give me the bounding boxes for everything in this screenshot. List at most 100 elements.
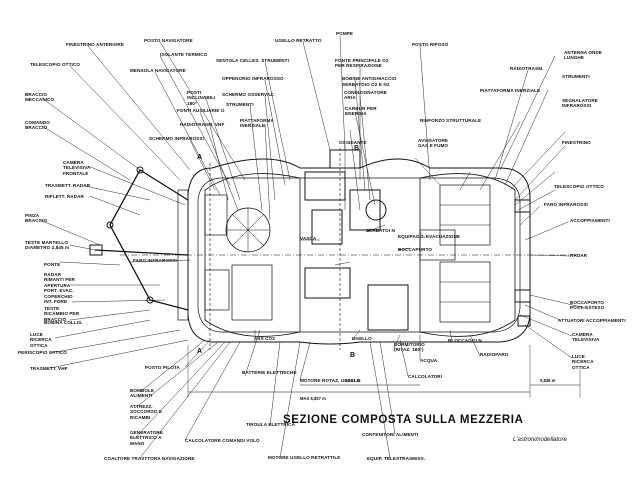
label-attrezz: ATTREZZ. SOCCORSO E RICAMBI [130,404,163,420]
label-schermo-infrarossi: SCHERMO INFRAROSSI [149,136,204,141]
label-radar-rimanti: RADAR RIMANTI PER APERTURA PORT. EVAC. [44,272,75,294]
label-posto-pilota: POSTO PILOTA [145,365,180,370]
hull-outline [187,158,531,345]
label-telescopio-ottico-left: TELESCOPIO OTTICO [30,62,80,67]
label-motore-ugello: MOTORE UGELLO RETRATTILE [268,455,341,460]
tank-low2 [367,284,409,331]
label-ass-co2: ASS CO2 [254,336,275,341]
dimension-inner: 5,137 m [345,378,361,383]
label-oppenorio-infrarosso: OPPENORIO INFRAROSSO [222,76,284,81]
label-finestrino-right: FINESTRINO [562,140,591,145]
hull-inner [197,177,521,333]
console-left [204,194,228,236]
label-finestrino-anteriore: FINESTRINO ANTERIORE [66,42,124,47]
label-equipagg: EQUIPAGG. EVACUAZIONE [398,234,461,239]
label-rinforzo: RINFORZO STRUTTURALE [420,118,482,123]
label-camera-right: CAMERA TELEVISIVA [572,332,600,343]
dimension-max: MAX 5,837 m [300,396,326,401]
label-serbatoi-n: SERBATOI N [366,228,395,233]
manipulator-arm [109,169,189,311]
tank-box [311,209,343,245]
bunk [419,229,456,261]
label-antenna: ANTENNA ONDE LUNGHE [564,50,603,61]
label-telescopio-ottico-right: TELESCOPIO OTTICO [554,184,604,189]
label-isolante-termico: ISOLANTE TERMICO [160,52,208,57]
label-bobine-antighiaccio: BOBINE ANTIGHIACCIO [342,76,397,81]
label-strumenti-right: STRUMENTI [562,74,590,79]
thruster-2 [514,289,531,303]
pilot-seat [231,264,273,321]
label-faro-infrarossi-right: FARO INFRAROSSI [544,202,588,207]
right-chamber [419,173,516,337]
label-ugello-retratto: UGELLO RETRATTO [275,38,322,43]
label-bombole: BOMBOLE ALIMENTI [130,388,155,399]
label-sentola-celles: SENTOLA CELLES. STRUMENTI [216,58,289,63]
label-vasca: VASCA [300,236,317,241]
section-b-top: B [354,145,360,152]
label-braccio-meccanico: BRACCIO MECCANICO [25,92,55,103]
label-ossidante: OSSIDANTE [339,140,367,145]
label-luce-ricerca-left: LUCE RICERCA OTTICA [30,332,52,348]
label-tiroula: TIROULA ELETTRICA [246,422,295,427]
label-acqua: ACQUA [420,358,438,363]
label-dormitorio: DORMITORIO (RITAZ. 180°) [394,342,425,353]
label-riflett-radar: RIFLETT. RADAR [45,194,84,199]
label-periscopio: PERISCOPIO OTTICO [18,350,67,355]
label-pinza-braccio: PINZA BRACCIO [25,213,48,224]
dimension-right: 0,838 m [540,378,556,383]
label-ponte: PONTE [44,262,61,267]
label-posti-inclinabili: POSTI INCLINABILI 180° [187,90,216,106]
rack-right [439,184,491,246]
leader-lines [39,35,586,459]
tank-round [365,199,387,221]
label-strumenti-center: STRUMENTI [226,102,254,107]
section-a-bottom: A [197,348,203,355]
front-window [177,189,189,321]
label-attuatori: ATTUATORI ACCOPPIAMENTI [558,318,626,323]
label-faro-infrarossi-center: FARO INFRAROSSI [133,258,177,263]
label-schermo-osservaz: SCHERMO OSSERVAZ. [222,92,275,97]
tank-top [304,171,346,201]
thruster-3 [517,315,531,327]
signature: L'astronimodellatore [513,437,567,443]
label-teste-ricambio: TESTE RICAMBIO PER BRACCIO [44,306,80,322]
label-boccaporto-post: BOCCAPORTO POST. ESTESO [570,300,605,311]
label-serbatoio: SERBATOIO O2 E N2 [342,82,390,87]
label-bloccaggi: BLOCCAGGI N [448,338,482,343]
thruster-1 [514,199,531,213]
label-luce-ricerca-right: LUCE RICERCA OTTICA [572,354,594,370]
label-radiotrasm-right: RADIOTRASM. [510,66,544,71]
label-pompe: POMPE [336,31,354,36]
label-boccaporto: BOCCAPORTO [398,247,433,252]
label-radiotrasm-vhf: RADIOTRASM. VHF [180,122,225,127]
tank-low [304,267,351,299]
section-b-bottom: B [350,352,356,359]
label-calcolatori: CALCOLATORI [408,374,443,379]
label-posto-navigatore: POSTO NAVIGATORE [144,38,193,43]
label-batterie: BATTERIE ELETTRICHE [242,370,297,375]
label-fonte-principale: FONTE PRINCIPALE O2 PER RESPIRAZIONE [335,58,389,69]
label-piattaforma-inerziale-center: PIATTAFORMA INERZIALE [240,118,274,129]
tank-mid [349,189,381,231]
label-carbur-per-energia: CARBUR PER ENERGIA [345,106,377,117]
label-trasmett-vhf: TRASMETT. VHF [30,366,68,371]
label-camera-tv: CAMERA TELEVISIVA FRONTALE [63,160,91,176]
panel-left-low [204,269,230,311]
label-accoppiamenti: ACCOPPIAMENTI [570,218,610,223]
label-coaltore: COALTORE TRASTTORA NAVIGAZIONE [104,456,195,461]
label-posto-riposo: POSTO RIPOSO [412,42,449,47]
section-a-top: A [197,154,203,161]
label-ugello: UGELLO [352,336,372,341]
label-teste-martello: TESTE MARTELLO DIAMETRO 2,845 m [25,240,70,251]
label-calcolatore-comandi: CALCOLATORE COMANDI VOLO [185,438,260,443]
label-coperchio: COPERCHIO INT. FORE [44,294,73,305]
rack-right-low [439,261,491,323]
label-equip-tele: EQUIP. TELESTRASMISS. [367,456,426,461]
label-mensola-navigatore: MENSOLA NAVIGATORE [130,68,186,73]
label-segnalatore: SEGNALATORE INFRAROSSI [562,98,598,109]
label-trasmett-radar: TRASMETT. RADAR [45,183,91,188]
label-radiofaro: RADIOFARO [480,352,509,357]
label-avvisatore: AVVISATORE GAS E FUMO [418,138,449,149]
